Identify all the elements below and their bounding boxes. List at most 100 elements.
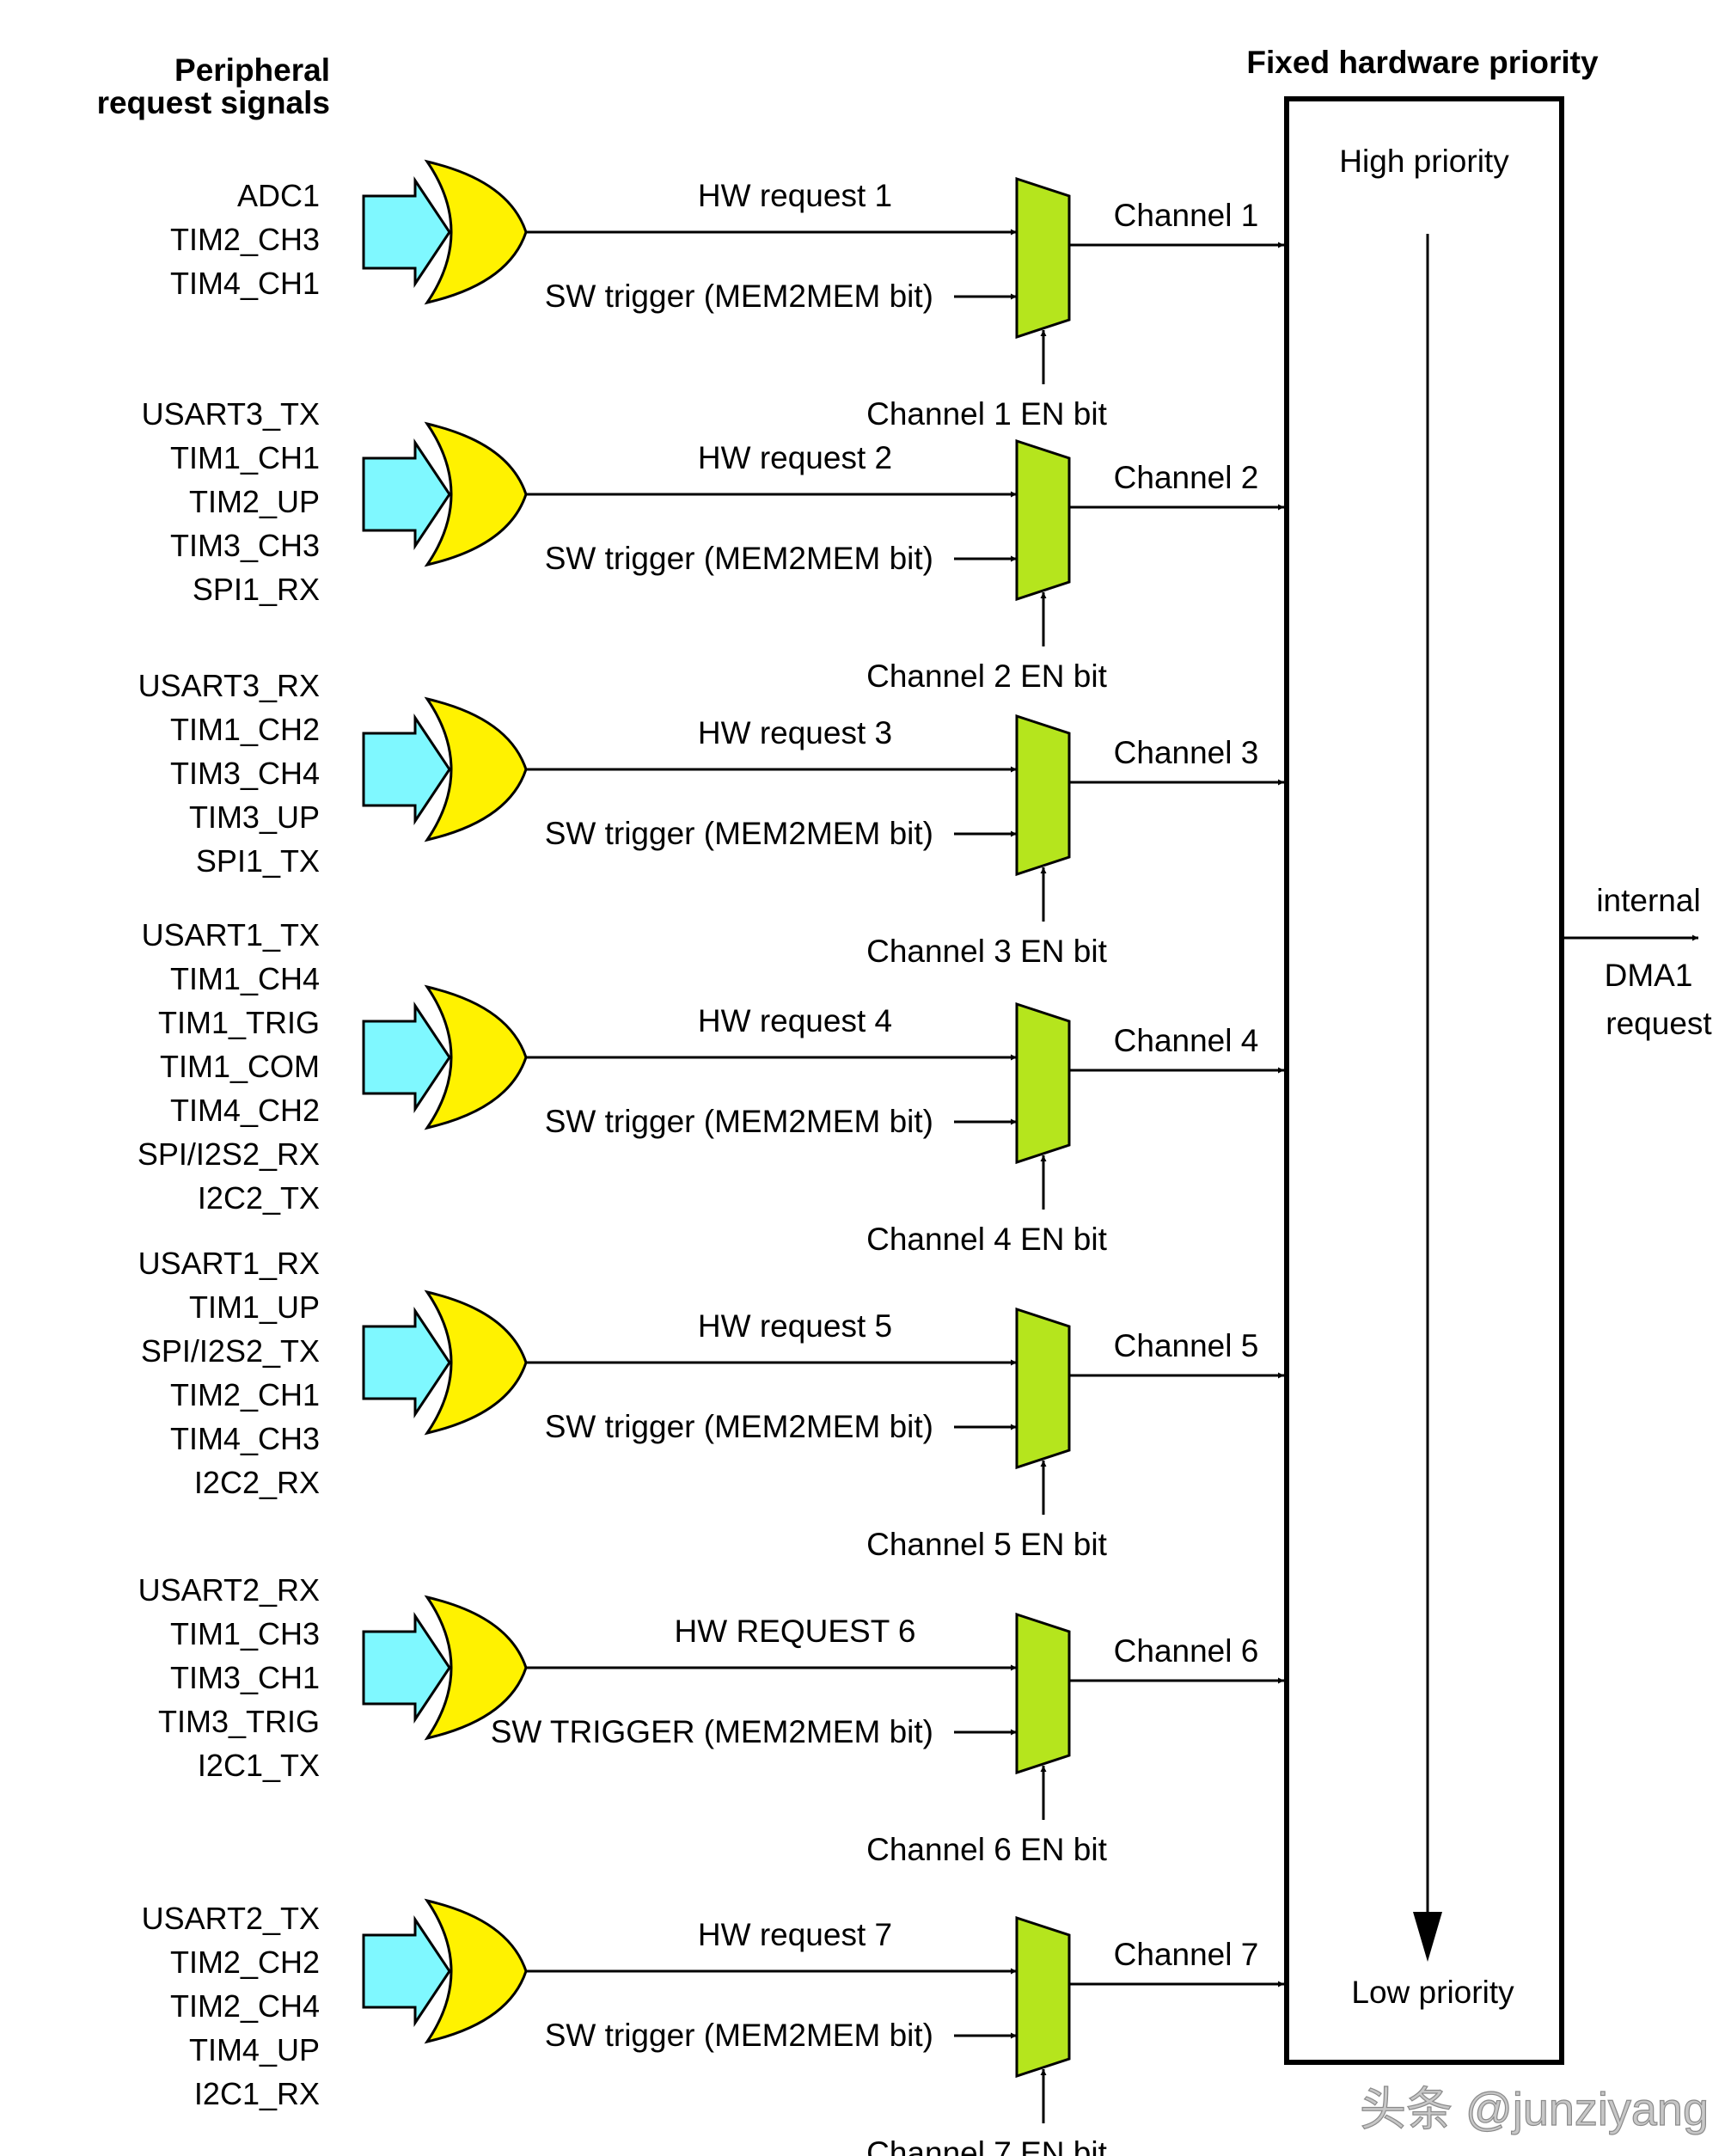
or-gate-icon bbox=[424, 1595, 528, 1741]
signal-label: I2C1_TX bbox=[198, 1748, 320, 1783]
signal-label: ADC1 bbox=[237, 178, 320, 213]
signal-label: TIM3_CH3 bbox=[170, 528, 320, 563]
or-gate-icon bbox=[424, 1898, 528, 2044]
output-label-line-3: request bbox=[1606, 1006, 1712, 1041]
input-arrow-icon bbox=[362, 176, 451, 288]
signal-label: TIM1_TRIG bbox=[158, 1005, 320, 1040]
signal-label: SPI/I2S2_RX bbox=[138, 1136, 320, 1172]
signal-label: USART1_TX bbox=[142, 917, 320, 952]
watermark: 头条 @junziyang bbox=[1360, 2084, 1709, 2135]
signal-label: TIM4_CH2 bbox=[170, 1093, 320, 1128]
hw-request-label: HW REQUEST 6 bbox=[675, 1614, 916, 1649]
signal-label: TIM3_TRIG bbox=[158, 1704, 320, 1739]
sw-trigger-label: SW trigger (MEM2MEM bit) bbox=[545, 1409, 933, 1444]
channel-label: Channel 5 bbox=[1114, 1328, 1259, 1363]
signal-label: TIM2_CH1 bbox=[170, 1377, 320, 1412]
signal-label: USART3_TX bbox=[142, 396, 320, 432]
sw-trigger-label: SW trigger (MEM2MEM bit) bbox=[545, 1104, 933, 1139]
signal-label: USART1_RX bbox=[138, 1246, 320, 1281]
signal-label: TIM1_CH2 bbox=[170, 712, 320, 747]
signal-label: TIM1_CH4 bbox=[170, 961, 320, 996]
or-gate-icon bbox=[424, 1289, 528, 1436]
sw-trigger-label: SW trigger (MEM2MEM bit) bbox=[545, 816, 933, 851]
hw-request-label: HW request 1 bbox=[698, 178, 892, 213]
en-bit-label: Channel 7 EN bit bbox=[866, 2135, 1107, 2156]
high-priority-label: High priority bbox=[1339, 144, 1509, 179]
channel-label: Channel 4 bbox=[1114, 1023, 1259, 1058]
or-gate-icon bbox=[424, 984, 528, 1130]
hw-request-label: HW request 2 bbox=[698, 440, 892, 475]
sw-trigger-label: SW trigger (MEM2MEM bit) bbox=[545, 279, 933, 314]
en-bit-label: Channel 6 EN bit bbox=[866, 1832, 1107, 1867]
signal-label: TIM1_COM bbox=[160, 1049, 320, 1084]
input-arrow-icon bbox=[362, 438, 451, 550]
channel-mux-icon bbox=[1015, 438, 1071, 602]
signal-label: USART2_TX bbox=[142, 1901, 320, 1936]
channel-mux-icon bbox=[1015, 176, 1071, 340]
signal-label: USART3_RX bbox=[138, 668, 320, 703]
signal-label: TIM2_UP bbox=[189, 484, 320, 519]
sw-trigger-label: SW trigger (MEM2MEM bit) bbox=[545, 541, 933, 576]
signal-label: TIM1_CH1 bbox=[170, 440, 320, 475]
signal-label: I2C1_RX bbox=[194, 2076, 320, 2111]
signal-label: SPI1_RX bbox=[193, 572, 320, 607]
channel-mux-icon bbox=[1015, 1612, 1071, 1775]
output-label-line-2: DMA1 bbox=[1605, 958, 1693, 993]
signal-label: SPI1_TX bbox=[196, 843, 320, 879]
signal-label: TIM1_CH3 bbox=[170, 1616, 320, 1651]
priority-box bbox=[1284, 96, 1564, 2065]
or-gate-icon bbox=[424, 421, 528, 567]
signal-label: TIM2_CH3 bbox=[170, 222, 320, 257]
en-bit-label: Channel 5 EN bit bbox=[866, 1527, 1107, 1562]
channel-label: Channel 6 bbox=[1114, 1633, 1259, 1669]
input-arrow-icon bbox=[362, 1307, 451, 1418]
signal-label: TIM4_CH3 bbox=[170, 1421, 320, 1456]
priority-arrow-head-icon bbox=[1413, 1912, 1442, 1962]
right-title: Fixed hardware priority bbox=[1246, 45, 1599, 80]
or-gate-icon bbox=[424, 159, 528, 305]
en-bit-label: Channel 2 EN bit bbox=[866, 658, 1107, 694]
hw-request-label: HW request 3 bbox=[698, 715, 892, 750]
signal-label: I2C2_RX bbox=[194, 1465, 320, 1500]
channel-group-5: USART1_RXTIM1_UPSPI/I2S2_TXTIM2_CH1TIM4_… bbox=[138, 1246, 1284, 1562]
channel-mux-icon bbox=[1015, 1307, 1071, 1470]
signal-label: SPI/I2S2_TX bbox=[141, 1333, 320, 1369]
left-title-line-1: Peripheral bbox=[174, 52, 330, 88]
signal-label: USART2_RX bbox=[138, 1572, 320, 1608]
channel-mux-icon bbox=[1015, 1001, 1071, 1165]
signal-label: TIM2_CH4 bbox=[170, 1988, 320, 2024]
signal-label: TIM3_UP bbox=[189, 799, 320, 835]
signal-label: I2C2_TX bbox=[198, 1180, 320, 1216]
input-arrow-icon bbox=[362, 714, 451, 825]
left-title-line-2: request signals bbox=[97, 85, 330, 120]
low-priority-label: Low priority bbox=[1351, 1975, 1514, 2010]
channel-label: Channel 3 bbox=[1114, 735, 1259, 770]
sw-trigger-label: SW TRIGGER (MEM2MEM bit) bbox=[491, 1714, 933, 1749]
en-bit-label: Channel 4 EN bit bbox=[866, 1222, 1107, 1257]
channel-label: Channel 7 bbox=[1114, 1937, 1259, 1972]
input-arrow-icon bbox=[362, 1915, 451, 2027]
hw-request-label: HW request 4 bbox=[698, 1003, 892, 1038]
signal-label: TIM4_UP bbox=[189, 2032, 320, 2067]
en-bit-label: Channel 1 EN bit bbox=[866, 396, 1107, 432]
signal-label: TIM4_CH1 bbox=[170, 266, 320, 301]
hw-request-label: HW request 7 bbox=[698, 1917, 892, 1952]
signal-label: TIM2_CH2 bbox=[170, 1945, 320, 1980]
en-bit-label: Channel 3 EN bit bbox=[866, 934, 1107, 969]
channel-label: Channel 2 bbox=[1114, 460, 1259, 495]
channel-label: Channel 1 bbox=[1114, 198, 1259, 233]
signal-label: TIM3_CH1 bbox=[170, 1660, 320, 1695]
signal-label: TIM3_CH4 bbox=[170, 756, 320, 791]
or-gate-icon bbox=[424, 696, 528, 842]
hw-request-label: HW request 5 bbox=[698, 1308, 892, 1344]
channel-mux-icon bbox=[1015, 1915, 1071, 2079]
channel-mux-icon bbox=[1015, 714, 1071, 877]
input-arrow-icon bbox=[362, 1612, 451, 1724]
